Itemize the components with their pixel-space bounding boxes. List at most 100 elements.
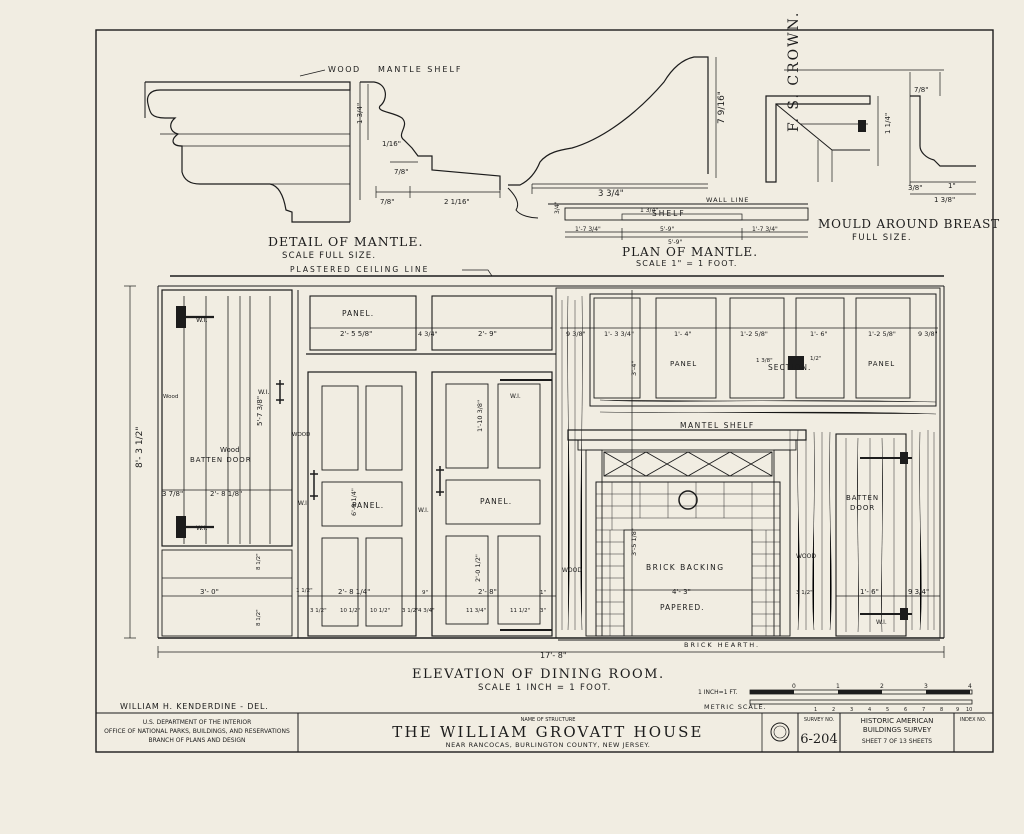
dim-upper-5: 1'-2 5/8" [868,330,896,338]
mantel-shelf [567,429,807,441]
wood-label: WOOD [328,65,361,74]
batten-right-wi: W.I. [876,619,887,626]
batten-door-label-2: BATTEN DOOR [190,456,252,464]
small-dim-13: 1" [540,590,546,596]
detail-mantle-scale: SCALE FULL SIZE. [282,251,376,261]
dept-line-3: BRANCH OF PLANS AND DESIGN [149,737,246,744]
wi-label-2: W.I. [196,524,208,532]
small-dim-4: 4 3/4" [418,608,435,614]
graphic-scale: 1 INCH=1 FT. METRIC SCALE. 0 1 2 3 4 1 2… [698,683,973,713]
small-dim-10: 8 1/2" [256,609,262,626]
crown-height-dim: 7 9/16" [717,91,727,124]
wood-label-left-2: WOOD [292,432,310,438]
plan-dim-depth: 3/4" [554,201,561,214]
dim-mantle-5: 2 1/16" [444,198,470,206]
mould-dim-5: 1 3/8" [934,196,955,204]
wood-label-fireplace: WOOD [562,567,582,574]
dim-batten-side: 3 7/8" [162,490,183,498]
six-panel-door-left [307,371,417,637]
plan-mantle-title: PLAN OF MANTLE. [622,245,758,259]
dept-line-2: OFFICE OF NATIONAL PARKS, BUILDINGS, AND… [104,728,290,735]
plan-dim-right: 1'-7 3/4" [752,226,778,233]
section-dim-2: 1/2" [810,356,821,362]
wi-label-1: W.I. [196,316,208,324]
dim-total-height: 8'- 3 1/2" [135,426,145,468]
small-dim-8: 1 1/2" [296,588,313,594]
dim-transom-left: 2'- 5 5/8" [340,330,372,338]
fs-crown-label: F. S. CROWN. [786,11,802,132]
flue-ring [678,490,698,510]
door2-wi-label-2: W.I. [418,507,429,514]
papered-label: PAPERED. [660,603,705,612]
name-caption: NAME OF STRUCTURE [521,717,576,723]
dim-upper-1: 1'- 3 3/4" [604,330,634,338]
small-dim-9: 8 1/2" [256,553,262,570]
batten-right-label-1: BATTEN [846,494,879,502]
door2-wi-label: W.I. [510,393,521,400]
mould-title: MOULD AROUND BREAST [818,217,1000,231]
dim-total-width: 17'- 8" [540,651,567,660]
plan-dim-shelf: 1 3/4" [640,207,658,214]
mantle-shelf-label: MANTLE SHELF [378,65,463,74]
dim-transom-mid: 4 3/4" [418,330,438,338]
scale-bottom-7: 8 [940,707,943,713]
dim-base-right: 1'- 6" [860,588,879,596]
mantel-shelf-label: MANTEL SHELF [680,421,755,430]
dim-batten-height: 5'-7 3/8" [256,396,264,426]
mould-dim-4: 1" [948,182,956,190]
scale-bottom-1: 2 [832,707,835,713]
structure-location: NEAR RANCOCAS, BURLINGTON COUNTY, NEW JE… [446,741,651,749]
dim-fireplace-height: 3'-5 1/8" [630,528,638,556]
small-dim-2: 10 1/2" [370,608,390,614]
elevation-dining-room: PLASTERED CEILING LINE 8'- 3 1/2" W.I. W… [124,265,945,693]
dim-mantle-3: 7/8" [394,168,409,176]
plan-wall-line-label: WALL LINE [706,196,749,204]
plan-dim-center: 5'-9" [660,226,674,233]
sheet-number: SHEET 7 OF 13 SHEETS [862,738,932,745]
six-panel-door-right [431,371,553,637]
sheet-border [95,29,994,753]
mantle-profile [145,81,351,223]
scale-bottom-4: 5 [886,707,889,713]
dim-upper-0: 9 3/8" [566,330,586,338]
dim-base-door1: 2'- 8 1/4" [338,588,370,596]
upper-panel-label-2: PANEL [868,360,895,368]
frieze [603,451,773,477]
upper-panel-label-1: PANEL [670,360,697,368]
chimney-breast [555,287,941,639]
crown-width-dim: 3 3/4" [598,189,624,199]
batten-door [161,289,293,547]
batten-door-label-1: Wood [220,446,240,454]
brick-backing-label: BRICK BACKING [646,563,725,572]
mould-dim-2: 1 1/4" [884,113,892,134]
door1-wi-label: W.I. [298,500,309,507]
title-block: U.S. DEPARTMENT OF THE INTERIOR OFFICE O… [104,713,987,752]
small-dim-5: 11 3/4" [466,608,486,614]
dim-base-left: 3'- 0" [200,588,219,596]
dim-mantle-4: 7/8" [380,198,395,206]
delineator-credit: WILLIAM H. KENDERDINE - DEL. [120,702,269,711]
scale-bottom-9: 10 [966,707,972,713]
elevation-title: ELEVATION OF DINING ROOM. [412,667,665,682]
brick-hearth-label: BRICK HEARTH. [684,641,760,649]
plan-dim-left: 1'-7 3/4" [575,226,601,233]
wood-label-left: Wood [163,394,178,400]
mould-scale: FULL SIZE. [852,233,912,243]
structure-name: THE WILLIAM GROVATT HOUSE [392,723,703,741]
survey-caption: SURVEY NO. [804,717,835,723]
scale-bottom-8: 9 [956,707,959,713]
wood-label-fireplace-2: WOOD [796,553,816,560]
mould-around-breast: 7/8" 1 1/4" 3/8" 1" 1 3/8" MOULD AROUND … [765,69,1000,243]
transom-panel-label: PANEL. [342,309,374,318]
dim-door1-height: 6'-0 1/4" [350,488,358,516]
scale-top-0: 0 [792,683,796,690]
dim-transom-right: 2'- 9" [478,330,497,338]
door2-panel-label: PANEL. [480,497,512,506]
batten-door-right [835,433,907,637]
plan-mantle-scale: SCALE 1" = 1 FOOT. [636,259,738,268]
small-dim-12: 3 1/2" [796,590,813,596]
dim-door2-height: 1'-10 3/8" [476,400,484,432]
transom-panel-right [431,295,553,351]
upper-panel-3 [795,297,845,399]
